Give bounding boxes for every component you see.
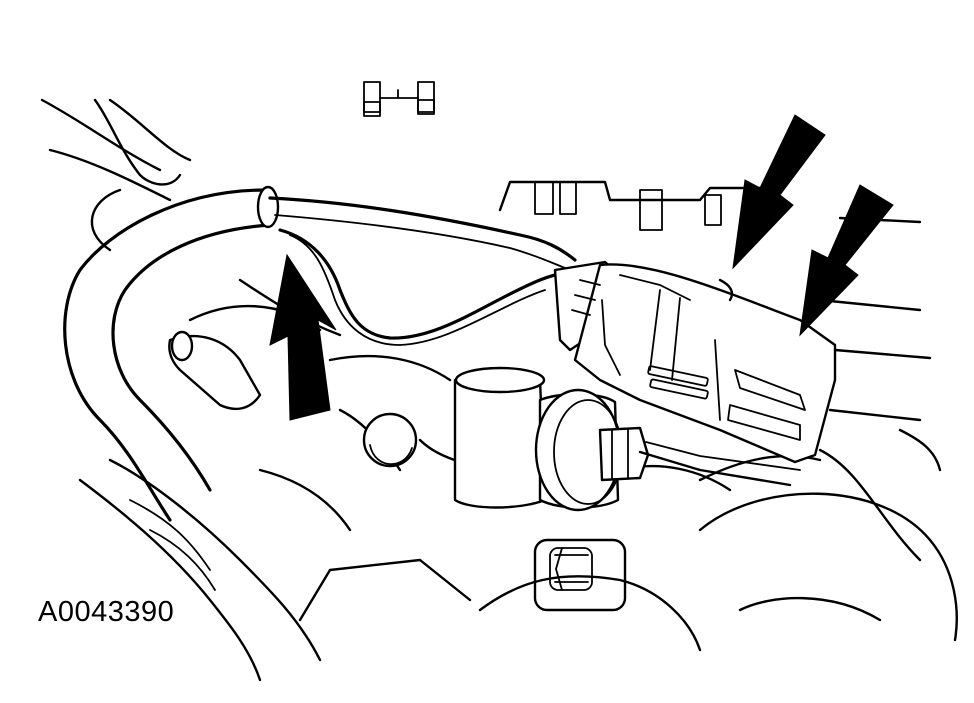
hose-fitting <box>168 330 262 411</box>
arrow-down-right <box>799 184 894 337</box>
sensor-wiring <box>268 196 582 346</box>
arrow-up <box>269 253 337 421</box>
sensor-body <box>453 366 801 512</box>
connector-disconnect-icon <box>363 81 435 117</box>
locator-arrows <box>269 114 894 421</box>
arrow-down-left <box>732 114 826 270</box>
figure-id-label: A0043390 <box>38 596 175 628</box>
large-hose <box>63 185 322 682</box>
engine-knob <box>362 412 418 468</box>
electrical-connector <box>553 260 837 464</box>
